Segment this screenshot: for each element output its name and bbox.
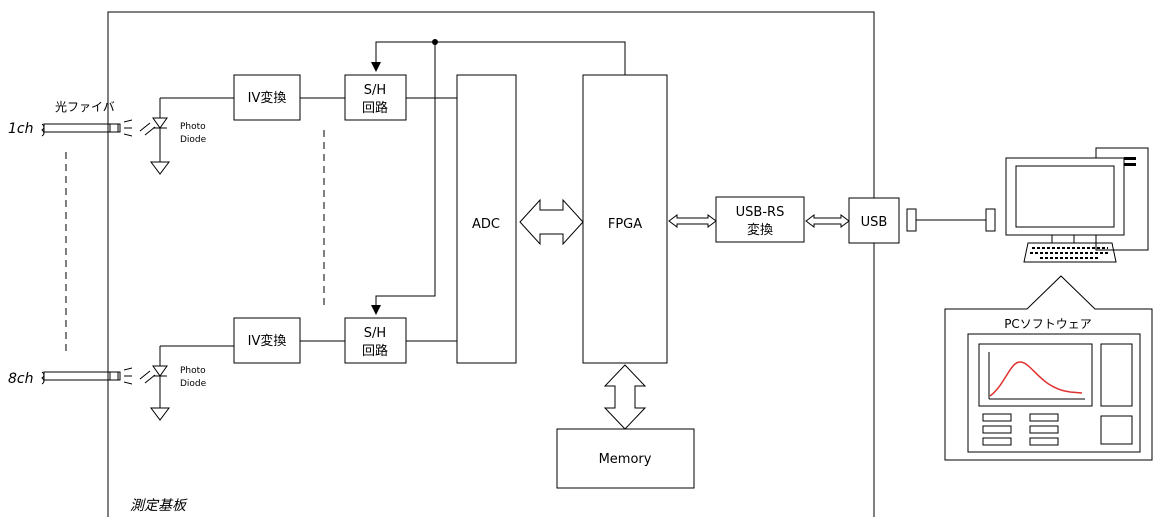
photodiode-1: Photo Diode: [139, 97, 234, 175]
channel-1-fiber: 1ch: [8, 119, 133, 137]
graph-window: [978, 343, 1093, 407]
memory-box: [556, 428, 695, 489]
pc-software-label: PCソフトウェア: [1004, 317, 1092, 331]
usbrs-usb-arrow: [805, 214, 850, 228]
fpga-usbrs-arrow: [668, 214, 717, 228]
photodiode-8: Photo Diode: [139, 345, 234, 421]
channel-8-fiber: 8ch: [8, 367, 133, 387]
iv-converter-8-label: IV変換: [248, 333, 287, 349]
usb-box: [848, 197, 900, 244]
fpga-memory-bus-arrow: [603, 364, 647, 430]
measurement-board-outline: [107, 11, 875, 517]
photodiode-8-label-line1: Photo: [180, 366, 206, 376]
adc-box: [456, 74, 517, 364]
pc-software-callout: PCソフトウェア: [944, 275, 1153, 461]
adc-fpga-bus-arrow: [519, 198, 584, 246]
photodiode-1-label-line1: Photo: [180, 122, 206, 132]
fpga-box: [582, 74, 668, 364]
channel-8-label: 8ch: [8, 371, 33, 387]
signal-curve: [989, 361, 1083, 397]
fiber-label: 光ファイバ: [55, 100, 115, 114]
adc-label: ADC: [472, 217, 500, 232]
iv-converter-1-box: [233, 74, 301, 121]
usb-rs-label-line2: 変換: [747, 222, 773, 238]
usb-cable: [906, 208, 996, 232]
photodiode-1-label-line2: Diode: [180, 135, 207, 145]
channel-1-label: 1ch: [8, 121, 33, 137]
photodiode-8-label-line2: Diode: [180, 379, 207, 389]
fpga-label: FPGA: [608, 217, 642, 232]
memory-label: Memory: [599, 452, 652, 467]
usb-rs-label-line1: USB-RS: [736, 205, 785, 220]
board-label: 測定基板: [130, 498, 188, 514]
usb-rs-converter-box: [715, 196, 805, 243]
sample-hold-1-label-line1: S/H: [364, 83, 386, 98]
sample-hold-8-label-line2: 回路: [362, 343, 388, 359]
sample-hold-control-line: [371, 39, 626, 315]
usb-label: USB: [861, 215, 888, 230]
sample-hold-1-label-line2: 回路: [362, 100, 388, 116]
sample-hold-1-box: [344, 74, 407, 121]
iv-converter-1-label: IV変換: [248, 90, 287, 106]
sample-hold-8-label-line1: S/H: [364, 326, 386, 341]
computer-icon: [1005, 147, 1149, 263]
